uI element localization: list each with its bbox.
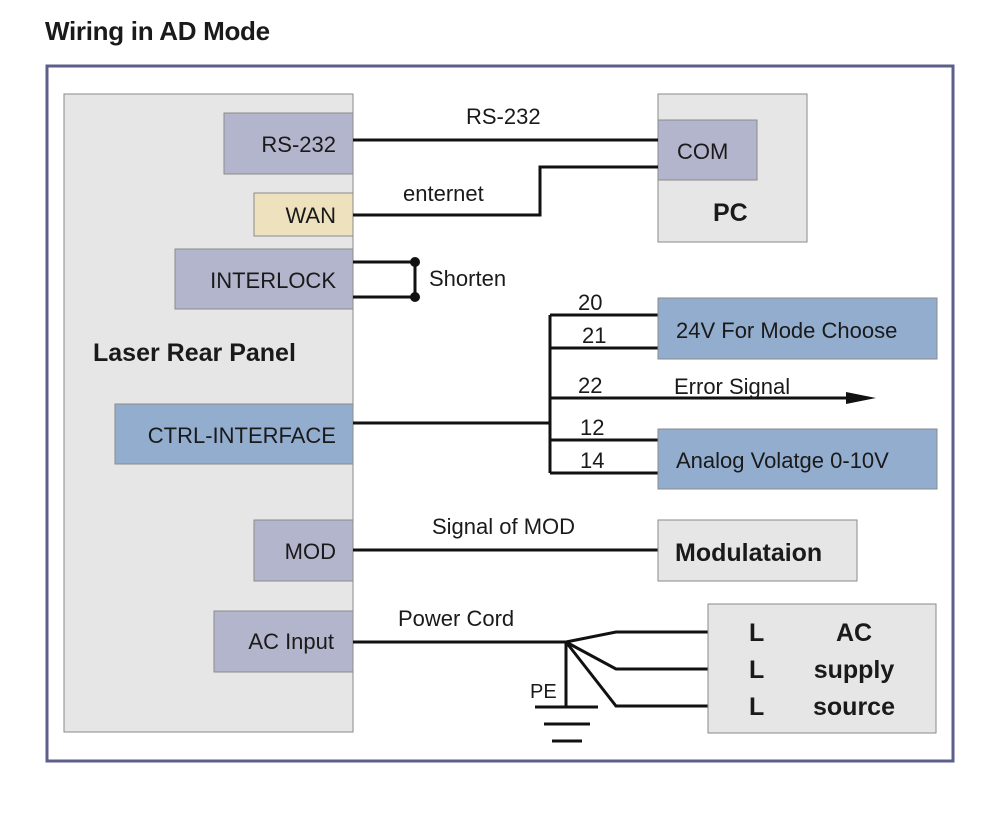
- pin-21: 21: [582, 323, 606, 348]
- port-ac-input: AC Input: [213, 610, 354, 673]
- port-mod: MOD: [253, 519, 354, 582]
- diagram-title: Wiring in AD Mode: [45, 16, 270, 46]
- com-label: COM: [677, 139, 728, 164]
- svg-text:Analog Volatge 0-10V: Analog Volatge 0-10V: [676, 448, 889, 473]
- port-rs232: RS-232: [223, 112, 354, 175]
- arrow-icon: [846, 392, 876, 404]
- rs232-wire-label: RS-232: [466, 104, 541, 129]
- enternet-wire-label: enternet: [403, 181, 484, 206]
- shorten-label: Shorten: [429, 266, 506, 291]
- svg-text:WAN: WAN: [285, 203, 336, 228]
- pin-20: 20: [578, 290, 602, 315]
- svg-text:L: L: [749, 656, 764, 684]
- modulation-box: Modulataion: [657, 519, 858, 582]
- port-ctrl-interface: CTRL-INTERFACE: [114, 403, 354, 465]
- pe-label: PE: [530, 681, 557, 703]
- svg-text:24V For Mode Choose: 24V For Mode Choose: [676, 318, 897, 343]
- svg-text:supply: supply: [814, 656, 895, 684]
- signal-mod-label: Signal of MOD: [432, 514, 575, 539]
- svg-text:RS-232: RS-232: [261, 132, 336, 157]
- svg-text:source: source: [813, 693, 895, 721]
- svg-text:INTERLOCK: INTERLOCK: [210, 268, 336, 293]
- svg-text:Modulataion: Modulataion: [675, 539, 822, 567]
- svg-text:AC: AC: [836, 619, 872, 647]
- power-cord: [353, 630, 708, 743]
- ac-supply-box: L L L AC supply source: [707, 603, 937, 734]
- pin-12: 12: [580, 415, 604, 440]
- ctrl-bus: [353, 313, 876, 475]
- svg-text:CTRL-INTERFACE: CTRL-INTERFACE: [148, 423, 336, 448]
- svg-text:MOD: MOD: [285, 539, 336, 564]
- svg-text:AC Input: AC Input: [248, 629, 334, 654]
- port-interlock: INTERLOCK: [174, 248, 354, 310]
- error-signal-label: Error Signal: [674, 374, 790, 399]
- pin-22: 22: [578, 373, 602, 398]
- interlock-short: [353, 257, 420, 302]
- power-cord-label: Power Cord: [398, 606, 514, 631]
- svg-text:L: L: [749, 619, 764, 647]
- pc-label: PC: [713, 199, 748, 227]
- pin-14: 14: [580, 448, 604, 473]
- port-com: [657, 119, 758, 181]
- svg-text:L: L: [749, 693, 764, 721]
- pc-box: COM PC: [657, 93, 808, 243]
- laser-panel-label: Laser Rear Panel: [93, 339, 296, 367]
- analog-voltage-box: Analog Volatge 0-10V: [657, 428, 938, 490]
- port-wan: WAN: [253, 192, 354, 237]
- enternet-wire: [353, 165, 658, 217]
- mode-choose-box: 24V For Mode Choose: [657, 297, 938, 360]
